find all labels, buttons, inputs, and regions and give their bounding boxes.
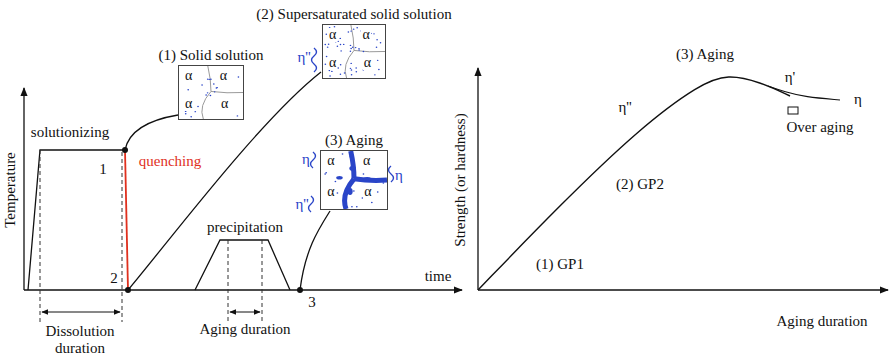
diagram-label: Aging duration: [199, 321, 290, 338]
stage-heading: (1) Solid solution: [158, 47, 263, 64]
duration-arrow: [42, 312, 120, 313]
diagram-label: 3: [308, 294, 316, 311]
phase-label: α: [220, 97, 229, 111]
diagram-label: 1: [99, 161, 107, 178]
precipitation-profile: [195, 240, 290, 290]
quenching-line: [125, 150, 128, 290]
duration-arrow: [230, 312, 260, 313]
microstructure-box: (2) Supersaturated solid solutionαααα: [322, 24, 386, 79]
diagram-label: η': [785, 69, 796, 86]
overaging-curve: [768, 86, 840, 100]
phase-label: α: [326, 185, 335, 199]
strength-axis: [477, 68, 478, 290]
temperature-axis: [23, 88, 24, 290]
phase-label: α: [184, 97, 193, 111]
diagram-label: 2: [110, 270, 118, 287]
diagram-label: time: [425, 268, 452, 285]
diagram-label: η'': [618, 99, 631, 116]
phase-label: α: [328, 56, 337, 70]
phase-label: α: [361, 28, 370, 42]
diagram-label: η'': [295, 196, 308, 213]
duration-guides: [40, 150, 262, 322]
phase-label: α: [363, 56, 372, 70]
phase-label: α: [363, 185, 372, 199]
diagram-label: η: [395, 167, 403, 184]
diagram-label: η'': [297, 49, 310, 66]
diagram-label: η: [854, 91, 862, 108]
microstructure-box: (3) Agingαααα: [320, 150, 388, 210]
solutionizing-profile: [28, 150, 125, 290]
diagram-label: (1) GP1: [536, 256, 584, 273]
diagram-label: quenching: [139, 153, 201, 170]
phase-label: α: [362, 154, 371, 168]
stage-heading: (3) Aging: [325, 132, 383, 149]
diagram-label: Aging duration: [776, 313, 867, 330]
stage-heading: (2) Supersaturated solid solution: [256, 6, 451, 23]
aging-axis: [478, 289, 888, 290]
phase-label: α: [328, 28, 337, 42]
axis-title: Strength (or hardness): [452, 113, 469, 246]
leader-curves: [125, 72, 330, 290]
overaging-mark: [788, 107, 798, 114]
time-axis: [24, 289, 462, 290]
aging-curve: [478, 77, 790, 290]
phase-label: α: [326, 154, 335, 168]
diagram-label: solutionizing: [31, 124, 109, 141]
diagram-label: (2) GP2: [616, 176, 664, 193]
diagram-label: Dissolution duration: [36, 323, 124, 358]
diagram-label: η: [302, 151, 310, 168]
diagram-label: (3) Aging: [676, 46, 734, 63]
diagram-label: precipitation: [207, 219, 283, 236]
microstructure-box: (1) Solid solutionαααα: [178, 65, 244, 120]
axis-title: Temperature: [2, 152, 19, 228]
phase-label: α: [184, 69, 193, 83]
phase-label: α: [219, 69, 228, 83]
diagram-label: Over aging: [786, 119, 853, 136]
